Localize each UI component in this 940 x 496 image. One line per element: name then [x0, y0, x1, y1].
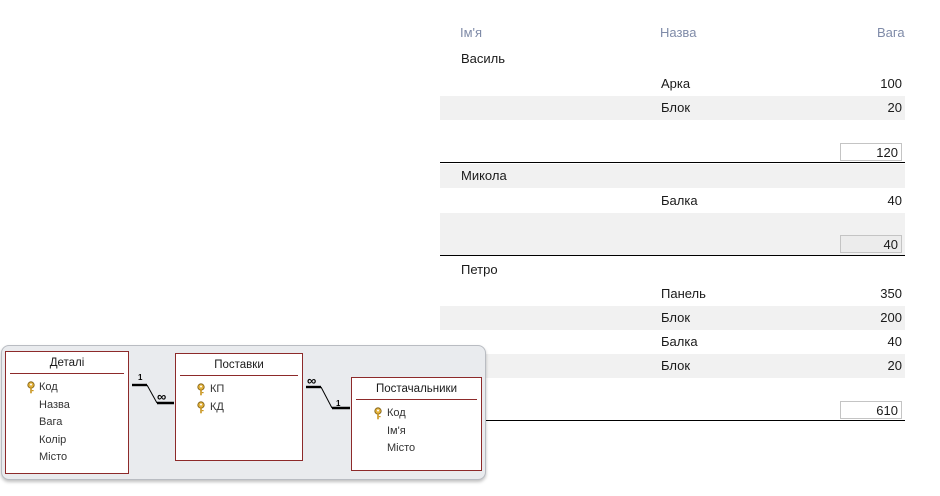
relation-line[interactable] — [304, 378, 352, 416]
relationship-diagram: Деталі Код Назва Вага Колір Місто 1 ∞ По… — [1, 345, 486, 480]
field-name: Назва — [39, 398, 70, 411]
row-band — [440, 354, 905, 378]
report: Ім'я Назва Вага Василь Арка 100 Блок 20 … — [440, 20, 905, 440]
supplier-name: Микола — [461, 168, 507, 183]
header-weight: Вага — [877, 25, 905, 40]
field[interactable]: Місто — [6, 449, 128, 467]
field-name: КП — [210, 383, 225, 395]
group-divider — [440, 420, 905, 421]
key-icon — [374, 407, 382, 420]
table-details[interactable]: Деталі Код Назва Вага Колір Місто — [5, 351, 129, 474]
relation-one-label: 1 — [336, 399, 341, 408]
group-divider — [440, 162, 905, 163]
row-band — [440, 164, 905, 188]
part-weight: 40 — [887, 193, 902, 208]
part-weight: 20 — [887, 100, 902, 115]
field[interactable]: КП — [176, 381, 302, 399]
field[interactable]: КД — [176, 399, 302, 417]
row-band — [440, 213, 905, 255]
field[interactable]: Код — [6, 379, 128, 397]
field[interactable]: Місто — [352, 440, 481, 458]
field-name: Код — [387, 407, 406, 419]
field-name: Код — [39, 381, 58, 393]
table-title: Деталі — [49, 357, 85, 369]
part-weight: 350 — [880, 286, 902, 301]
part-weight: 100 — [880, 76, 902, 91]
key-icon — [27, 381, 35, 394]
field-name: Ім'я — [387, 424, 406, 437]
part-name: Блок — [661, 100, 691, 115]
field[interactable]: Колір — [6, 432, 128, 450]
relation-many-label: ∞ — [307, 373, 317, 388]
field-name: КД — [210, 400, 224, 413]
header-title: Назва — [660, 25, 697, 40]
field[interactable]: Ім'я — [352, 423, 481, 441]
key-icon — [197, 400, 205, 413]
table-divider — [10, 373, 124, 374]
group-total: 40 — [840, 235, 902, 253]
group-divider — [440, 255, 905, 256]
row-band — [440, 306, 905, 330]
part-weight: 20 — [887, 358, 902, 373]
part-name: Арка — [661, 76, 691, 91]
table-supplies[interactable]: Поставки КП КД — [175, 353, 303, 461]
field-name: Колір — [39, 433, 67, 446]
supplier-name: Василь — [461, 51, 506, 66]
table-title: Поставки — [214, 359, 264, 371]
table-divider — [180, 375, 298, 376]
relation-one-label: 1 — [138, 373, 143, 382]
table-divider — [356, 399, 477, 400]
key-icon — [197, 383, 205, 396]
part-name: Панель — [661, 286, 706, 301]
field-name: Вага — [39, 416, 63, 428]
field[interactable]: Код — [352, 405, 481, 423]
relation-line[interactable] — [130, 376, 176, 412]
part-weight: 40 — [887, 334, 902, 349]
field-name: Місто — [39, 451, 68, 463]
part-name: Балка — [661, 193, 698, 208]
part-name: Блок — [661, 310, 691, 325]
group-total: 610 — [840, 401, 902, 419]
field-name: Місто — [387, 442, 416, 454]
relation-many-label: ∞ — [157, 389, 167, 404]
part-name: Блок — [661, 358, 691, 373]
row-band — [440, 96, 905, 120]
field[interactable]: Вага — [6, 414, 128, 432]
table-title: Постачальники — [375, 383, 457, 395]
part-weight: 200 — [880, 310, 902, 325]
supplier-name: Петро — [461, 262, 498, 277]
header-name: Ім'я — [460, 25, 483, 40]
group-total: 120 — [840, 143, 902, 161]
field[interactable]: Назва — [6, 397, 128, 415]
table-suppliers[interactable]: Постачальники Код Ім'я Місто — [351, 377, 482, 471]
part-name: Балка — [661, 334, 698, 349]
